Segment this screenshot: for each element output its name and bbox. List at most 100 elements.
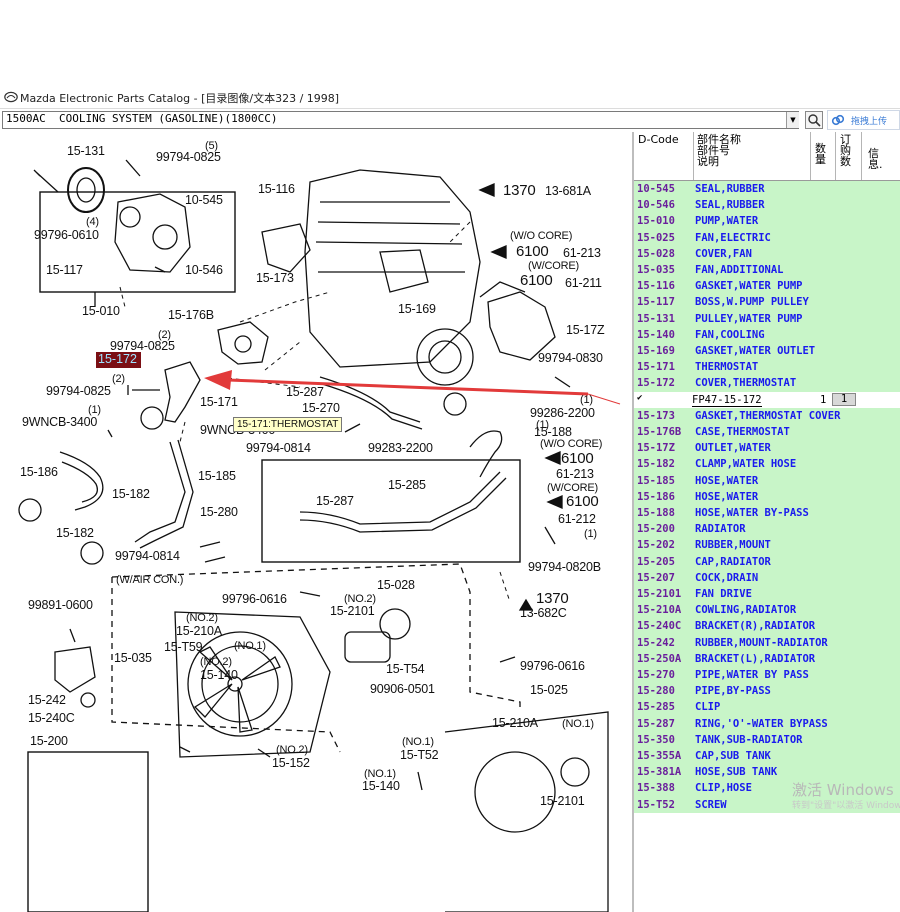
title-bar xyxy=(0,86,900,109)
diagram-label: 15-287 xyxy=(316,494,354,508)
diagram-label: 9WNCB-3400 xyxy=(22,415,98,429)
diagram-label: 13-682C xyxy=(520,606,567,620)
diagram-label: 15-270 xyxy=(302,401,340,415)
diagram-label: 15-140 xyxy=(362,779,400,793)
diagram-label: 99796-0616 xyxy=(222,592,287,606)
diagram-label: 61-213 xyxy=(556,467,594,481)
row-checkbox[interactable]: ✔ xyxy=(637,392,643,403)
diagram-label: (NO.1) xyxy=(402,736,434,748)
part-description: CASE,THERMOSTAT xyxy=(695,426,790,438)
diagram-label: 15-287 xyxy=(286,385,324,399)
diagram-label: 15-240C xyxy=(28,711,75,725)
diagram-label: 99794-0820B xyxy=(528,560,601,574)
parts-list-header xyxy=(634,132,900,181)
part-description: THERMOSTAT xyxy=(695,361,759,374)
diagram-label: 99794-0825 xyxy=(110,339,175,353)
diagram-label: 15-T59 xyxy=(164,640,203,654)
part-description: CLAMP,WATER HOSE xyxy=(695,458,797,471)
highlighted-part-label[interactable] xyxy=(96,352,141,368)
part-d-code: 10-546 xyxy=(637,199,675,212)
diagram-label: 15-028 xyxy=(377,578,415,592)
part-description: PIPE,BY-PASS xyxy=(695,685,771,698)
part-row[interactable]: 15-210A COWLING,RADIATOR xyxy=(634,602,900,619)
part-d-code: 15-285 xyxy=(637,701,675,714)
activation-watermark-hint: 转到"设置"以激活 Windows。 xyxy=(792,801,900,811)
part-d-code: 15-172 xyxy=(637,377,675,390)
part-description: SCREW xyxy=(695,798,727,811)
part-d-code: 15-287 xyxy=(637,717,675,730)
order-qty-input[interactable]: 1 xyxy=(832,392,856,406)
header-order-qty[interactable]: 订 购 数 xyxy=(840,133,851,168)
combo-dropdown-button[interactable]: ▼ xyxy=(786,112,799,128)
diagram-label: 15-140 xyxy=(200,668,238,682)
part-d-code: 15-182 xyxy=(637,458,675,471)
part-d-code: 15-17Z xyxy=(637,442,675,455)
diagram-label: 15-2101 xyxy=(330,604,375,618)
diagram-label: 61-211 xyxy=(565,276,602,290)
diagram-label: 15-182 xyxy=(112,487,150,501)
diagram-label: (2) xyxy=(112,373,125,385)
header-part-name[interactable]: 部件名称 部件号 说明 xyxy=(697,133,741,168)
header-qty[interactable]: 数 量 xyxy=(815,142,826,166)
header-info[interactable]: 信 息. xyxy=(868,147,883,171)
selected-part-row[interactable]: ✔ FP47-15-172 1 1 xyxy=(634,391,900,408)
parts-diagram[interactable]: 15-131 99794-0825 (5) 10-545 (4) 99796-0… xyxy=(0,132,634,912)
part-d-code: 15-202 xyxy=(637,539,675,552)
zoom-button[interactable] xyxy=(805,111,823,129)
part-d-code: 15-025 xyxy=(637,231,675,244)
part-description: COWLING,RADIATOR xyxy=(695,604,797,617)
part-d-code: 15-140 xyxy=(637,328,675,341)
diagram-label: 15-210A xyxy=(176,624,222,638)
header-d-code[interactable]: D-Code xyxy=(638,133,679,146)
part-d-code: 15-242 xyxy=(637,636,675,649)
diagram-label: (NO.2) xyxy=(186,612,218,624)
part-row[interactable]: 15-182 CLAMP,WATER HOSE xyxy=(634,456,900,473)
diagram-label: 15-285 xyxy=(388,478,426,492)
part-description: GASKET,WATER PUMP xyxy=(695,280,803,293)
part-d-code: 15-250A xyxy=(637,652,682,665)
part-d-code: 15-210A xyxy=(637,604,682,617)
part-d-code: 15-035 xyxy=(637,264,675,276)
diagram-label: 1370 xyxy=(503,182,536,199)
part-d-code: 15-169 xyxy=(637,345,675,357)
diagram-label: 1370 xyxy=(536,590,569,607)
part-description: CAP,RADIATOR xyxy=(695,555,771,568)
diagram-label: (W/O CORE) xyxy=(540,438,603,450)
